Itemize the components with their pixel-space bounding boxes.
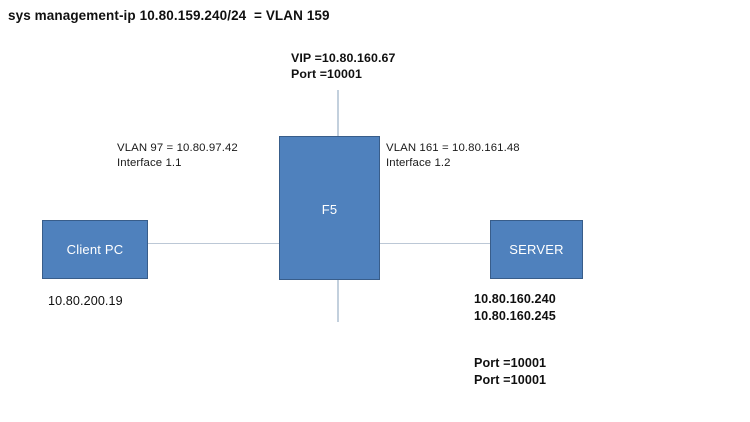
server-ip-list: 10.80.160.240 10.80.160.245: [474, 292, 556, 323]
node-f5-label: F5: [321, 202, 338, 217]
node-client-pc[interactable]: Client PC: [42, 220, 148, 279]
node-client-pc-label: Client PC: [66, 242, 124, 257]
vlan-right-annotation: VLAN 161 = 10.80.161.48 Interface 1.2: [386, 142, 520, 170]
server-port-list: Port =10001 Port =10001: [474, 356, 547, 387]
node-f5[interactable]: F5: [279, 136, 380, 280]
node-server[interactable]: SERVER: [490, 220, 583, 279]
client-ip-label: 10.80.200.19: [48, 294, 123, 308]
connector-f5-to-server: [380, 243, 490, 244]
vlan-left-annotation: VLAN 97 = 10.80.97.42 Interface 1.1: [117, 142, 238, 170]
node-server-label: SERVER: [509, 242, 564, 257]
diagram-title: sys management-ip 10.80.159.240/24 = VLA…: [8, 8, 330, 23]
connector-f5-downlink: [337, 280, 339, 322]
connector-client-to-f5: [148, 243, 279, 244]
connector-vip-to-f5: [337, 90, 339, 136]
vip-annotation: VIP =10.80.160.67 Port =10001: [291, 51, 396, 82]
